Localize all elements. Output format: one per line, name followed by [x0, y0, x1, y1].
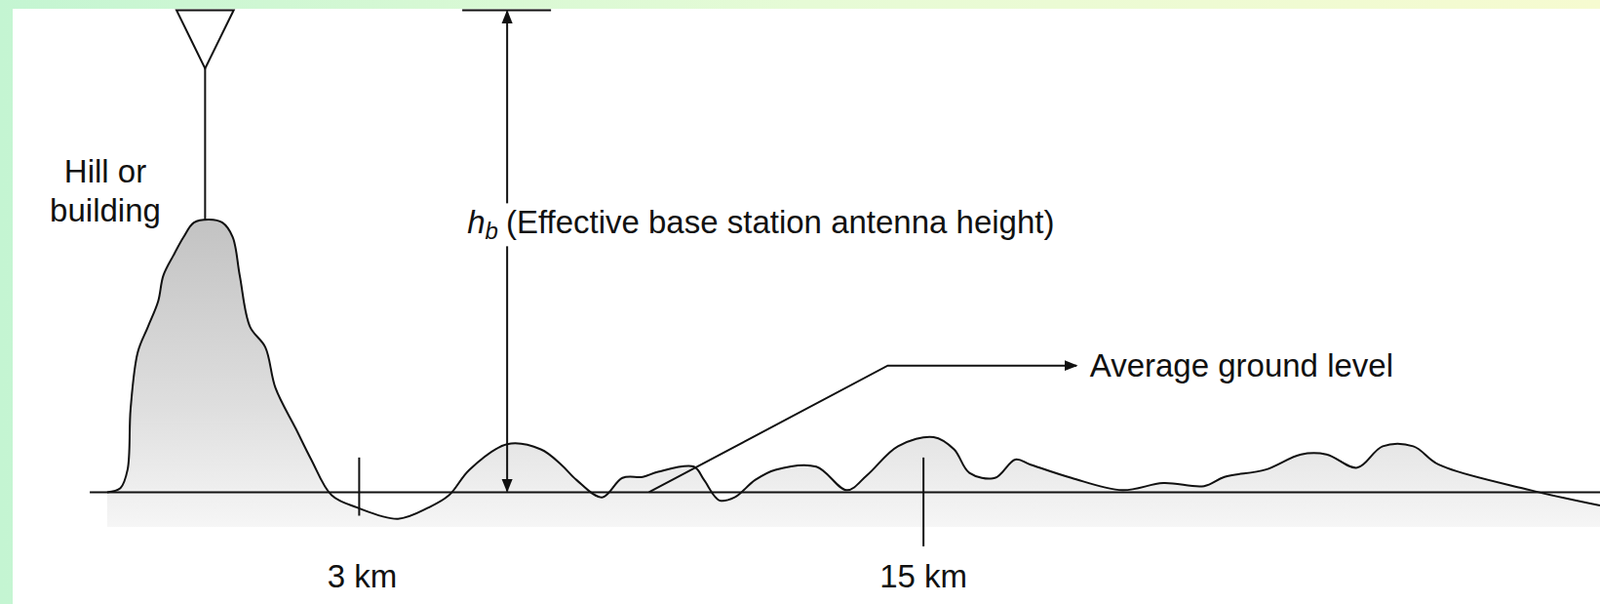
terrain-fill — [107, 219, 1600, 527]
height-reference-tick — [462, 8, 551, 11]
ground-level-line — [89, 490, 1600, 493]
height-label: hb (Effective base station antenna height… — [464, 203, 1057, 246]
distance-label: 15 km — [879, 556, 968, 596]
height-description: (Effective base station antenna height) — [506, 204, 1055, 241]
antenna-mast — [203, 68, 206, 220]
terrain-outline — [107, 219, 1600, 519]
height-arrow — [506, 10, 508, 491]
height-symbol: h — [467, 204, 485, 241]
leader-line — [649, 365, 1078, 493]
distance-tick — [357, 457, 360, 516]
distance-tick — [922, 457, 925, 547]
ground-level-label: Average ground level — [1090, 346, 1394, 386]
hill-label: Hill or building — [32, 152, 179, 232]
distance-label: 3 km — [327, 556, 398, 596]
antenna-symbol — [176, 9, 235, 69]
height-subscript: b — [485, 218, 499, 245]
